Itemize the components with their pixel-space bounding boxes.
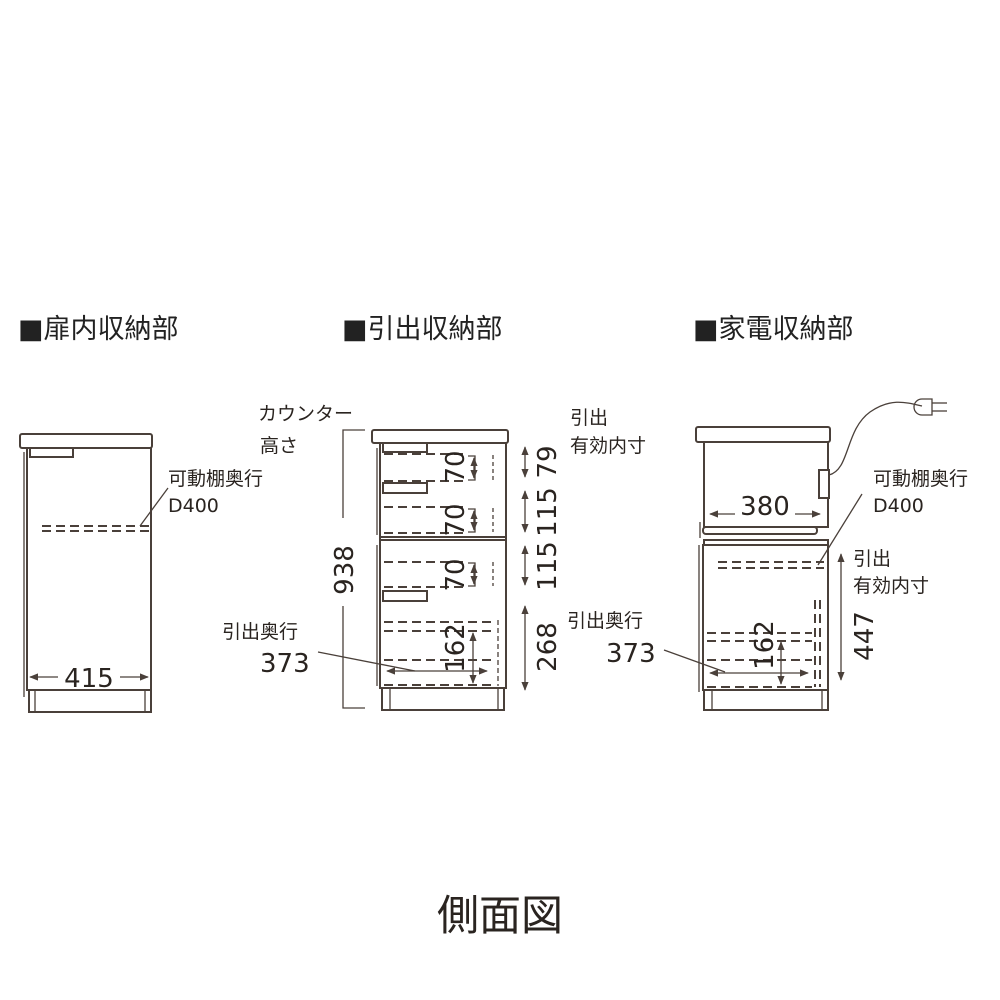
total-height-dimension: 938 [330, 545, 360, 595]
drawer-inner-label-2: 有効内寸 [570, 435, 646, 457]
inner-height-1: 70 [441, 450, 471, 483]
power-cord [828, 401, 923, 476]
drawer-depth-value: 373 [260, 649, 310, 679]
cabinet-door-storage [19, 433, 169, 713]
section-title-drawer-storage: ■引出収納部 [342, 314, 503, 345]
appliance-shelf-depth-value: D400 [873, 495, 924, 517]
inner-height-3: 70 [441, 558, 471, 591]
section-title-door-storage: ■扉内収納部 [18, 314, 179, 345]
plug-icon [913, 398, 947, 416]
appliance-drawer-depth-value: 373 [606, 639, 656, 669]
shelf-depth-label: 可動棚奥行 [168, 468, 263, 490]
section-title-appliance-storage: ■家電収納部 [693, 314, 854, 345]
inner-height-4: 162 [441, 623, 471, 673]
cabinet-drawer-storage [317, 429, 529, 711]
drawer-height-4: 268 [533, 622, 563, 672]
drawer-depth-label: 引出奥行 [222, 621, 298, 643]
appliance-shelf-depth-label: 可動棚奥行 [873, 468, 968, 490]
appliance-drawer-height: 447 [850, 611, 880, 661]
appliance-drawer-depth-label: 引出奥行 [567, 610, 643, 632]
shelf-depth-value: D400 [168, 495, 219, 517]
width-dimension: 415 [64, 664, 114, 694]
counter-height-label-1: カウンター [258, 403, 353, 425]
cabinet-appliance-storage [663, 398, 947, 711]
counter-height-label-2: 高さ [260, 435, 298, 457]
drawer-height-2: 115 [533, 487, 563, 537]
appliance-width-dimension: 380 [740, 492, 790, 522]
appliance-drawer-label-2: 有効内寸 [853, 575, 929, 597]
drawer-height-3: 115 [533, 541, 563, 591]
appliance-drawer-label-1: 引出 [853, 548, 891, 570]
diagram-caption: 側面図 [437, 891, 563, 940]
drawer-height-1: 79 [533, 445, 563, 478]
appliance-inner-height: 162 [750, 620, 780, 670]
drawer-inner-label-1: 引出 [570, 407, 608, 429]
inner-height-2: 70 [441, 503, 471, 536]
